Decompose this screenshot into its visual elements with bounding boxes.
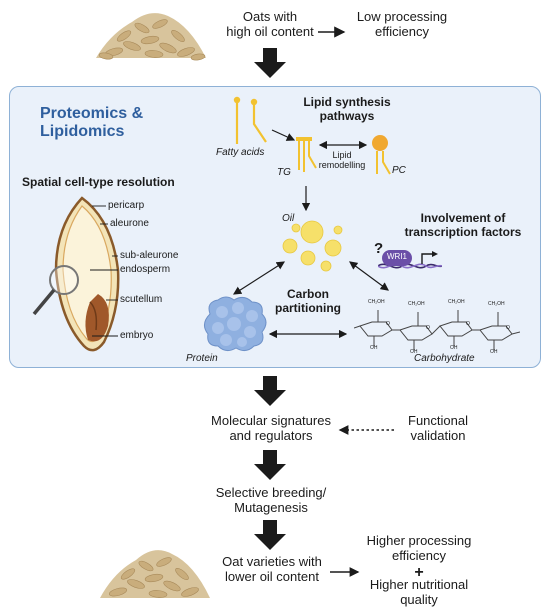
wri1-label: WRI1 — [387, 252, 407, 261]
aleurone-label: aleurone — [110, 218, 149, 229]
lipid-pathway-diagram — [232, 129, 391, 339]
higher-processing-efficiency-label: Higher processing efficiency — [366, 533, 472, 563]
lower-flow-arrows — [254, 376, 394, 577]
oat-pile-bottom-icon — [100, 550, 210, 598]
pc-label: PC — [392, 165, 406, 176]
down-arrow-4 — [254, 520, 286, 550]
higher-nutritional-quality-label: Higher nutritional quality — [369, 577, 469, 607]
pc-molecule-icon — [372, 135, 391, 175]
spatial-resolution-title: Spatial cell-type resolution — [22, 175, 175, 189]
wri1-dna-icon — [378, 250, 442, 269]
carbohydrate-label: Carbohydrate — [414, 353, 475, 364]
o-label-1: O — [386, 321, 390, 327]
ch2oh-label-2: CH₂OH — [408, 301, 425, 307]
oats-high-oil-label: Oats with high oil content — [226, 9, 314, 39]
panel-title: Proteomics & Lipidomics — [40, 105, 144, 141]
oh-label-3: OH — [450, 345, 458, 351]
tf-question-mark: ? — [374, 240, 384, 257]
carbon-partitioning-title: Carbon partitioning — [275, 287, 341, 315]
o-label-2: O — [426, 325, 430, 331]
embryo-label: embryo — [120, 330, 154, 341]
ch2oh-label-1: CH₂OH — [368, 299, 385, 305]
fatty-acids-label: Fatty acids — [216, 147, 265, 158]
tg-label: TG — [277, 167, 291, 178]
down-arrow-1 — [254, 48, 286, 78]
lipid-synthesis-title: Lipid synthesis pathways — [303, 95, 391, 123]
selective-breeding-label: Selective breeding/ Mutagenesis — [215, 485, 327, 515]
plus-sign: + — [414, 564, 424, 581]
oh-label-1: OH — [370, 345, 378, 351]
pericarp-label: pericarp — [108, 200, 145, 211]
oh-label-2: OH — [410, 349, 418, 355]
oil-carbohydrate-arrow — [349, 261, 389, 291]
functional-validation-label: Functional validation — [408, 413, 468, 443]
o-label-3: O — [466, 321, 470, 327]
o-label-4: O — [506, 325, 510, 331]
carbohydrate-structure-icon — [354, 310, 520, 350]
oat-varieties-label: Oat varieties with lower oil content — [222, 554, 322, 584]
oat-grain-cross-section — [32, 196, 120, 352]
top-connector-arrows — [254, 26, 346, 78]
sub-aleurone-label: sub-aleurone — [120, 250, 179, 261]
scutellum-label: scutellum — [120, 294, 163, 305]
oh-label-4: OH — [490, 349, 498, 355]
tg-molecule-icon — [296, 137, 317, 172]
oil-label: Oil — [282, 213, 295, 224]
fa-to-tg-arrow — [271, 129, 296, 141]
ch2oh-label-3: CH₂OH — [448, 299, 465, 305]
down-arrow-3 — [254, 450, 286, 480]
oat-pile-top-icon — [96, 13, 206, 61]
molecular-signatures-label: Molecular signatures and regulators — [211, 413, 331, 443]
lipid-remodelling-label: Lipid remodelling — [318, 150, 366, 171]
protein-structure-icon — [204, 296, 267, 352]
protein-label: Protein — [186, 353, 218, 364]
oil-droplets-icon — [282, 220, 343, 272]
endosperm-label: endosperm — [120, 264, 171, 275]
ch2oh-label-4: CH₂OH — [488, 301, 505, 307]
low-processing-efficiency-label: Low processing efficiency — [356, 9, 448, 39]
transcription-factors-title: Involvement of transcription factors — [404, 211, 522, 239]
oil-protein-arrow — [232, 261, 286, 295]
down-arrow-2 — [254, 376, 286, 406]
fatty-acids-icon — [233, 96, 267, 144]
